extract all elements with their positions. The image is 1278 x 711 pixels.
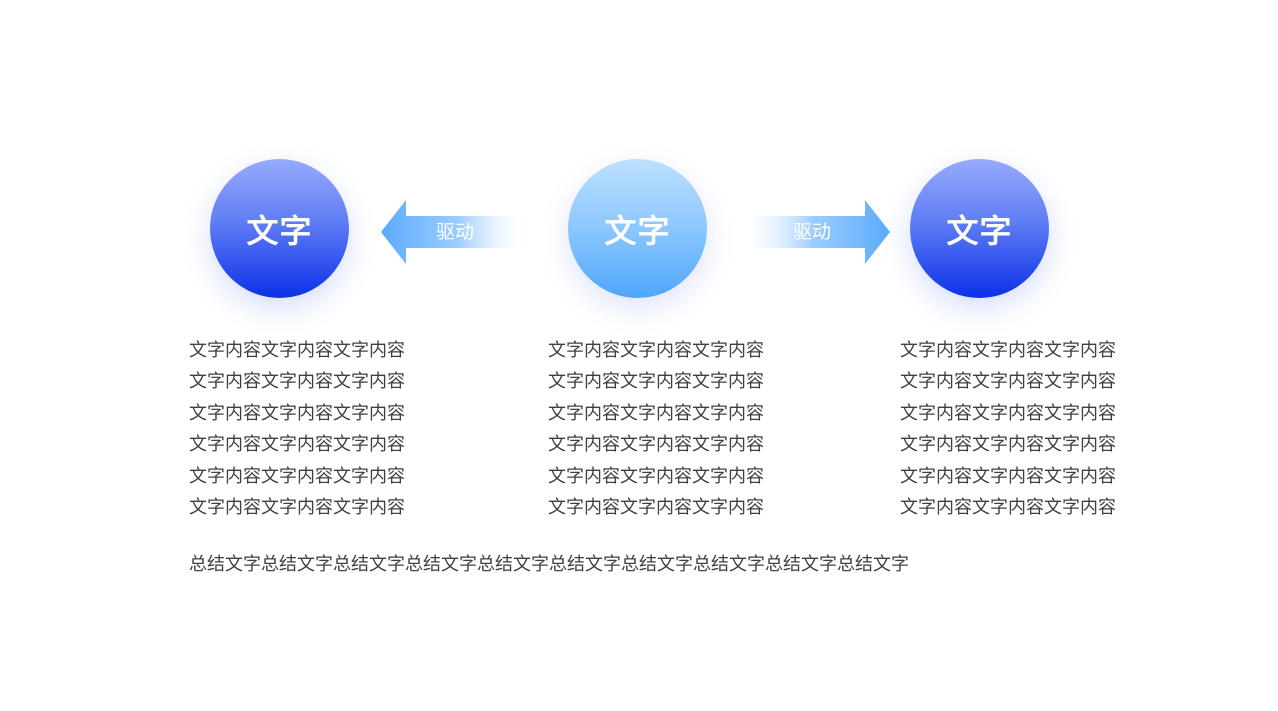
text-line: 文字内容文字内容文字内容: [548, 340, 764, 361]
text-line: 文字内容文字内容文字内容: [189, 402, 405, 424]
text-line: 文字内容文字内容文字内容: [548, 434, 764, 456]
text-line: 文字内容文字内容文字内容: [548, 465, 764, 487]
arrow-label-right: 驱动: [793, 221, 832, 243]
text-line: 文字内容文字内容文字内容: [548, 371, 764, 393]
node-circle-right: 文字: [910, 159, 1049, 298]
text-line: 文字内容文字内容文字内容: [900, 465, 1116, 487]
text-line: 文字内容文字内容文字内容: [900, 497, 1116, 519]
arrow-label-left: 驱动: [436, 221, 475, 243]
text-line: 文字内容文字内容文字内容: [900, 371, 1116, 393]
text-line: 文字内容文字内容文字内容: [548, 497, 764, 519]
text-line: 文字内容文字内容文字内容: [189, 497, 405, 519]
node-circle-left: 文字: [210, 159, 349, 298]
text-line: 文字内容文字内容文字内容: [189, 434, 405, 456]
node-label-right: 文字: [946, 211, 1013, 250]
arrow-left-icon: [381, 200, 519, 264]
text-line: 文字内容文字内容文字内容: [900, 434, 1116, 456]
node-circle-center: 文字: [568, 159, 707, 298]
text-line: 文字内容文字内容文字内容: [189, 340, 405, 361]
text-column-left: 文字内容文字内容文字内容 文字内容文字内容文字内容 文字内容文字内容文字内容 文…: [189, 335, 419, 523]
text-column-right: 文字内容文字内容文字内容 文字内容文字内容文字内容 文字内容文字内容文字内容 文…: [900, 335, 1130, 523]
text-line: 文字内容文字内容文字内容: [189, 371, 405, 393]
text-line: 文字内容文字内容文字内容: [900, 402, 1116, 424]
text-line: 文字内容文字内容文字内容: [900, 340, 1116, 361]
drive-arrow-left: 驱动: [381, 200, 519, 264]
summary-text: 总结文字总结文字总结文字总结文字总结文字总结文字总结文字总结文字总结文字总结文字: [189, 554, 909, 575]
arrow-right-icon: [752, 200, 890, 264]
node-label-center: 文字: [604, 211, 671, 250]
text-line: 文字内容文字内容文字内容: [189, 465, 405, 487]
drive-arrow-right: 驱动: [752, 200, 890, 264]
text-line: 文字内容文字内容文字内容: [548, 402, 764, 424]
text-column-center: 文字内容文字内容文字内容 文字内容文字内容文字内容 文字内容文字内容文字内容 文…: [548, 335, 778, 523]
node-label-left: 文字: [246, 211, 313, 250]
